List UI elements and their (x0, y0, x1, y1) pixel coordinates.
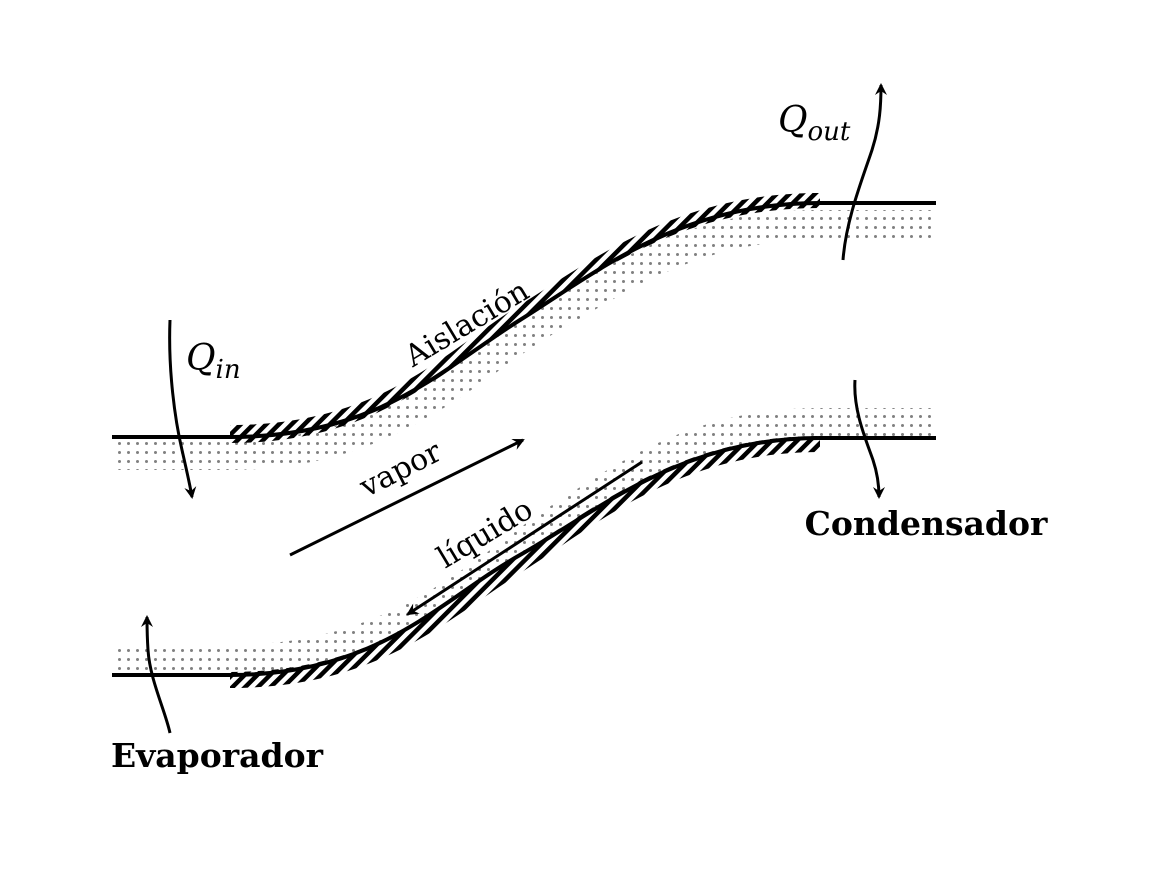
q-out-arrow (841, 83, 887, 261)
upper-wick (112, 210, 936, 470)
q-out-label: Qout (778, 100, 851, 147)
evaporator-label: Evaporador (111, 736, 324, 775)
condenser-label: Condensador (805, 504, 1048, 543)
liquid-flow-arrow (406, 460, 643, 616)
lower-wick (112, 408, 936, 675)
lower-insulation (230, 436, 820, 688)
q-in-arrow (168, 319, 197, 499)
q-in-label: Qin (186, 338, 241, 385)
evaporator-arrow (141, 615, 172, 734)
vapor-flow-arrow (289, 438, 525, 557)
upper-pipe-wall (112, 201, 936, 439)
lower-pipe-wall (112, 436, 936, 677)
condenser-arrow (853, 379, 885, 499)
